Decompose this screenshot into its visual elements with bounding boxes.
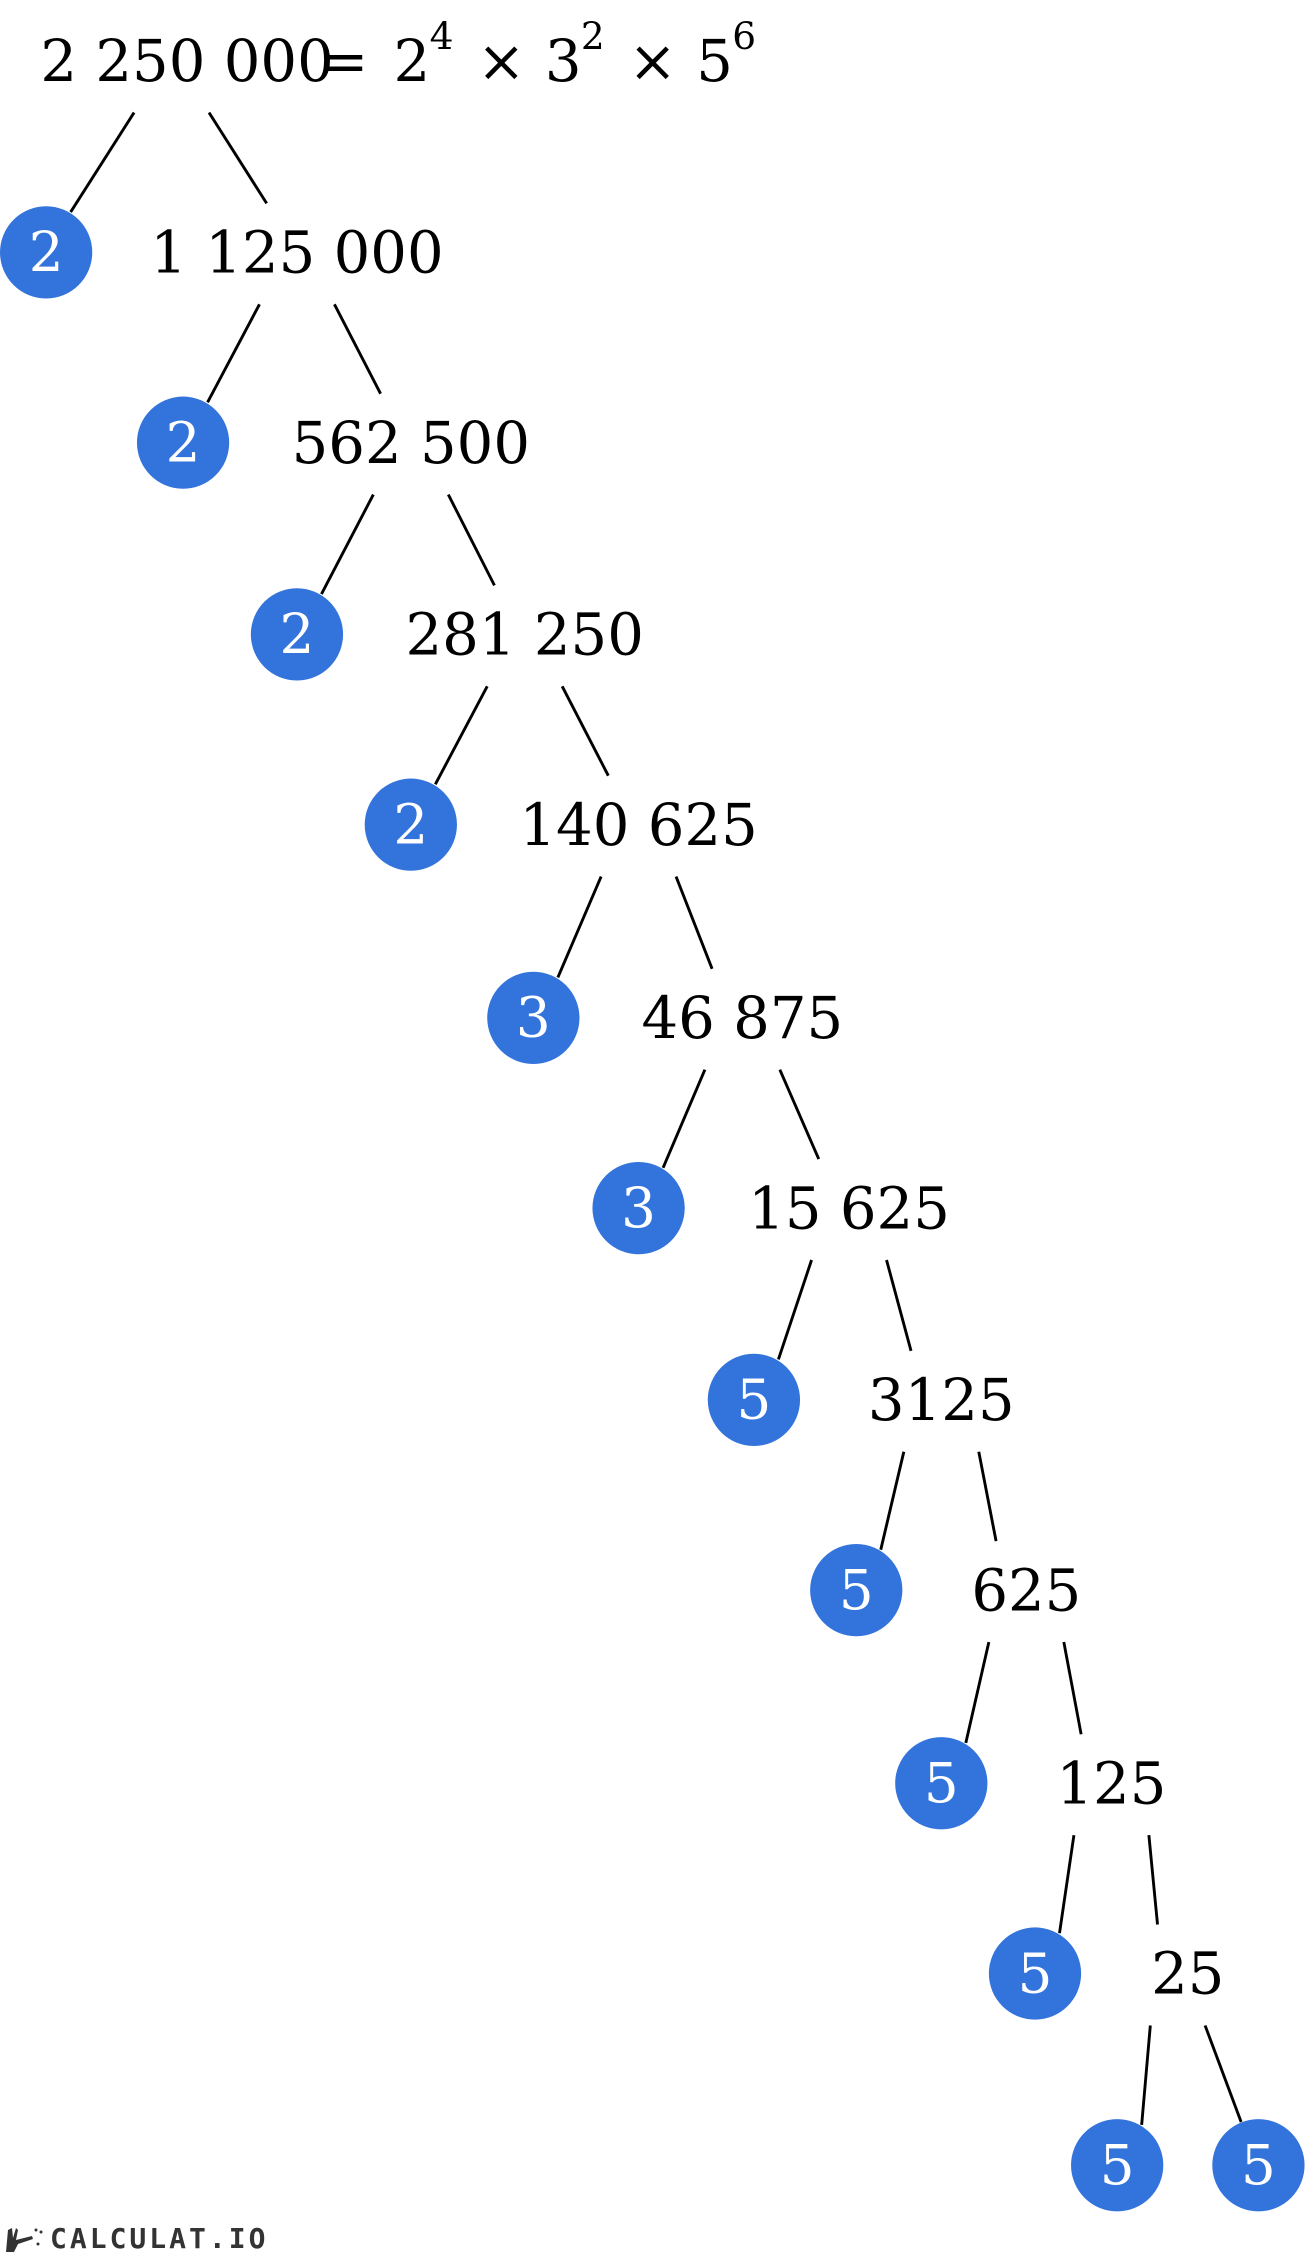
quotient-number: 3125 xyxy=(868,1366,1015,1434)
factor-circle xyxy=(1212,2119,1305,2212)
factor-label: 5 xyxy=(736,1368,771,1432)
branch-line xyxy=(1147,1835,1159,1925)
quotient-number: 1 125 000 xyxy=(150,219,443,287)
factor-label: 2 xyxy=(29,220,64,284)
logo-text: CALCULAT.IO xyxy=(50,2222,269,2255)
branch-line xyxy=(778,1069,821,1160)
prime-factor-node: 2 xyxy=(0,206,93,299)
factor-label: 3 xyxy=(516,986,551,1050)
branch-line xyxy=(977,1451,998,1542)
factor-circle xyxy=(707,1353,801,1446)
branch-line xyxy=(560,685,610,777)
quotient-number: 125 xyxy=(1056,1749,1166,1817)
quotient-number: 625 xyxy=(971,1556,1081,1624)
branch-line xyxy=(69,111,136,213)
equals-sign: = xyxy=(320,27,368,95)
branch-line xyxy=(777,1259,813,1360)
factor-circle xyxy=(810,1543,903,1637)
factor-circle xyxy=(364,778,457,871)
prime-factor-node: 2 xyxy=(136,396,230,489)
branch-line xyxy=(885,1259,913,1352)
factor-circle xyxy=(988,1927,1082,2020)
branch-line xyxy=(333,303,382,395)
factor-label: 5 xyxy=(1018,1941,1053,2005)
quotient-number: 25 xyxy=(1151,1940,1224,2008)
prime-base-1: 2 xyxy=(394,27,431,95)
factor-circle xyxy=(592,1161,685,1255)
factor-circle xyxy=(136,396,230,489)
factor-label: 5 xyxy=(839,1558,874,1622)
branch-line xyxy=(1062,1641,1083,1735)
factor-label: 2 xyxy=(166,410,201,474)
factor-label: 2 xyxy=(393,792,428,856)
quotient-number: 562 500 xyxy=(292,409,530,477)
quotient-number: 281 250 xyxy=(405,601,643,669)
branch-line xyxy=(206,303,261,403)
tree-branches xyxy=(69,111,1243,2126)
prime-factor-node: 3 xyxy=(592,1161,685,1255)
factor-label: 3 xyxy=(621,1176,656,1240)
branch-line xyxy=(320,493,375,595)
prime-base-2: 3 xyxy=(545,27,582,95)
branch-line xyxy=(1058,1834,1076,1934)
factor-circle xyxy=(895,1737,988,1830)
factor-label: 5 xyxy=(924,1751,959,1815)
prime-factor-node: 2 xyxy=(250,588,344,681)
branch-line xyxy=(434,685,489,785)
prime-exponent-3: 6 xyxy=(732,14,756,58)
quotient-number: 46 875 xyxy=(641,984,843,1052)
branch-line xyxy=(661,1069,707,1169)
factor-label: 5 xyxy=(1241,2133,1276,2197)
branch-line xyxy=(207,111,268,205)
quotient-number: 140 625 xyxy=(519,791,757,859)
branch-line xyxy=(674,876,714,970)
calculat-io-logo: CALCULAT.IO xyxy=(4,2222,268,2255)
prime-base-3: 5 xyxy=(696,27,733,95)
root-number: 2 250 000 xyxy=(40,27,333,95)
prime-factor-node: 5 xyxy=(895,1737,988,1830)
times-sign-2: × xyxy=(628,27,676,95)
prime-factor-node: 5 xyxy=(1071,2119,1164,2212)
quotient-number: 15 625 xyxy=(748,1174,950,1242)
prime-exponent-1: 4 xyxy=(430,14,454,58)
branch-line xyxy=(879,1451,906,1551)
branch-line xyxy=(447,493,496,587)
factor-circle xyxy=(1071,2119,1164,2212)
tree-nodes: 2 1 125 000 2 562 500 2 281 250 2 140 625 3 46 87… xyxy=(0,206,1305,2212)
factor-circle xyxy=(250,588,344,681)
factor-circle xyxy=(0,206,93,299)
branch-line xyxy=(556,876,603,979)
prime-factor-node: 5 xyxy=(1212,2119,1305,2212)
branch-line xyxy=(1140,2025,1152,2126)
prime-factor-node: 5 xyxy=(707,1353,801,1446)
factor-label: 5 xyxy=(1100,2133,1135,2197)
prime-factor-node: 5 xyxy=(988,1927,1082,2020)
branch-line xyxy=(964,1641,991,1744)
prime-factor-node: 3 xyxy=(487,971,580,1064)
factor-label: 2 xyxy=(280,602,315,666)
equation: 2 250 000 = 2 4 × 3 2 × 5 6 xyxy=(40,14,756,95)
magic-hand-icon xyxy=(6,2227,43,2252)
prime-factor-node: 2 xyxy=(364,778,457,871)
prime-factor-node: 5 xyxy=(810,1543,903,1637)
branch-line xyxy=(1203,2024,1243,2123)
prime-exponent-2: 2 xyxy=(581,14,605,58)
factor-circle xyxy=(487,971,580,1064)
times-sign-1: × xyxy=(477,27,525,95)
